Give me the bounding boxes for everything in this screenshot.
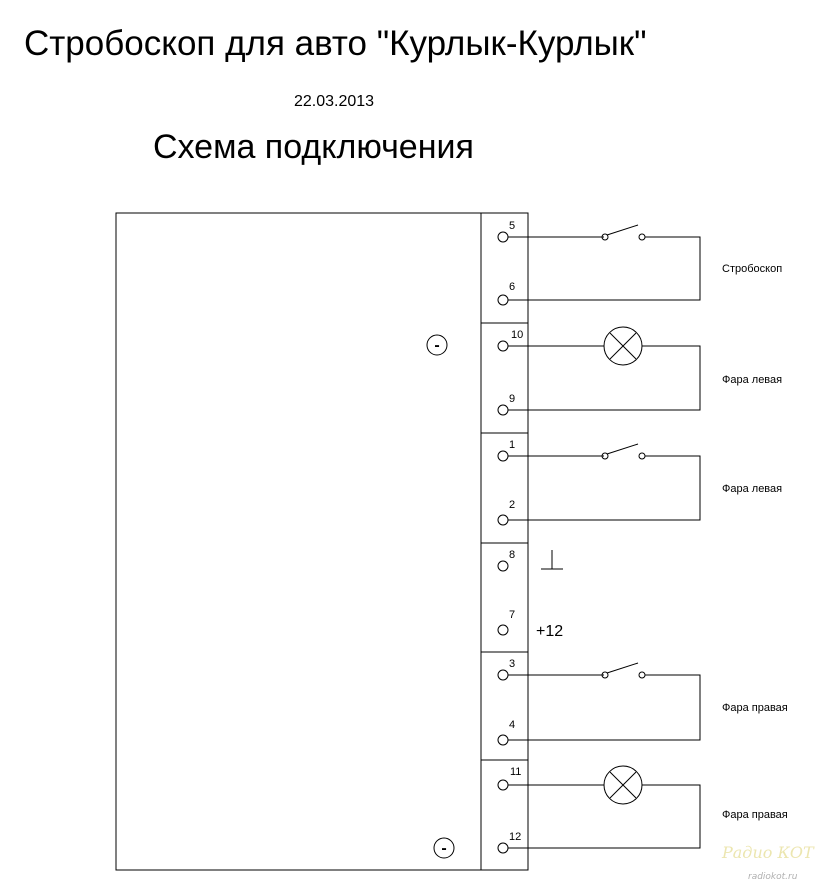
terminal-6: [497, 294, 509, 306]
diagram-subtitle: Схема подключения: [153, 128, 474, 166]
terminal-5: [497, 231, 509, 243]
terminal-2: [497, 514, 509, 526]
device-body: [115, 212, 482, 871]
loop-right-lamp: [508, 765, 701, 849]
terminal-10: [497, 340, 509, 352]
loop-left-switch: [508, 443, 701, 521]
pin-number: 12: [509, 831, 521, 843]
date-label: 22.03.2013: [294, 93, 375, 110]
terminal-7: [497, 624, 509, 636]
label-right-headlight: Фара правая: [722, 809, 788, 821]
watermark-url: radiokot.ru: [748, 872, 798, 882]
terminal-9: [497, 404, 509, 416]
pin-number: 1: [509, 439, 515, 451]
label-plus-12: +12: [536, 623, 563, 640]
label-strobe: Стробоскоп: [722, 263, 782, 275]
pin-number: 10: [511, 329, 523, 341]
terminal-4: [497, 734, 509, 746]
pin-number: 7: [509, 609, 515, 621]
terminal-8: [497, 560, 509, 572]
terminal-1: [497, 450, 509, 462]
minus-symbol-bottom: [433, 837, 455, 859]
pin-number: 11: [510, 766, 521, 778]
label-left-headlight: Фара левая: [722, 374, 782, 386]
pin-number: 5: [509, 220, 515, 232]
pin-number: 4: [509, 719, 515, 731]
terminal-3: [497, 669, 509, 681]
loop-left-lamp: [508, 326, 701, 411]
loop-strobe-switch: [508, 224, 701, 301]
pin-number: 9: [509, 393, 515, 405]
label-left-headlight: Фара левая: [722, 483, 782, 495]
terminal-11: [497, 779, 509, 791]
pin-number: 3: [509, 658, 515, 670]
loop-right-switch: [508, 662, 701, 741]
pin-number: 2: [509, 499, 515, 511]
page-title: Стробоскоп для авто "Курлык-Курлык": [24, 24, 647, 63]
terminal-12: [497, 842, 509, 854]
ground-icon: [541, 550, 563, 570]
label-right-headlight: Фара правая: [722, 702, 788, 714]
watermark-logo: Радио КОТ: [721, 843, 815, 862]
terminal-strip: [480, 212, 529, 871]
minus-sign: -: [441, 840, 446, 857]
pin-number: 6: [509, 281, 515, 293]
minus-sign: -: [434, 337, 439, 354]
minus-symbol-top: [426, 334, 448, 356]
pin-number: 8: [509, 549, 515, 561]
